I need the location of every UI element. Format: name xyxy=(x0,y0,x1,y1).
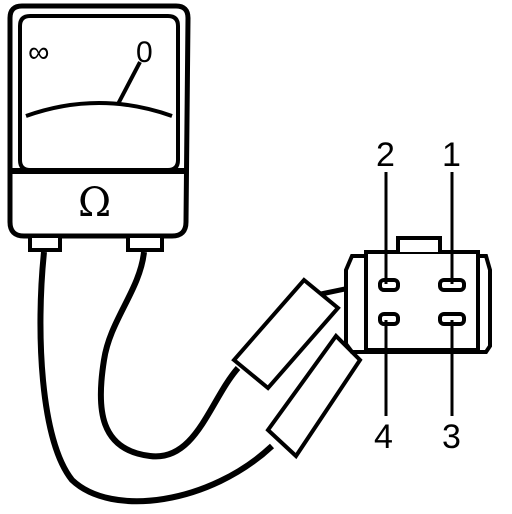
meter-scale-infinity: ∞ xyxy=(28,36,49,69)
meter-scale-zero: 0 xyxy=(136,36,153,69)
meter-terminal-right xyxy=(126,234,164,252)
connector-inner-body xyxy=(364,250,480,352)
pin-label-3: 3 xyxy=(442,418,461,456)
ohmmeter: ∞ 0 Ω xyxy=(7,3,191,252)
pin-label-2: 2 xyxy=(376,136,395,174)
pin-slot-2 xyxy=(378,278,400,292)
meter-scale-arc xyxy=(25,101,173,118)
connector-latch xyxy=(396,236,442,252)
ohmmeter-face-separator xyxy=(10,168,188,174)
pin-slot-4 xyxy=(378,312,400,326)
lead-wire-left xyxy=(37,251,275,505)
test-leads xyxy=(37,251,394,505)
pin-label-4: 4 xyxy=(374,418,393,456)
probe-handle-lower xyxy=(265,332,363,460)
lead-wire-right xyxy=(97,251,241,460)
ohm-symbol: Ω xyxy=(78,180,111,226)
probe-handle-upper xyxy=(231,277,341,391)
meter-terminal-left xyxy=(28,234,62,252)
pin-label-1: 1 xyxy=(442,136,461,174)
connector: 1 2 3 4 xyxy=(344,136,492,456)
meter-needle xyxy=(116,61,142,105)
